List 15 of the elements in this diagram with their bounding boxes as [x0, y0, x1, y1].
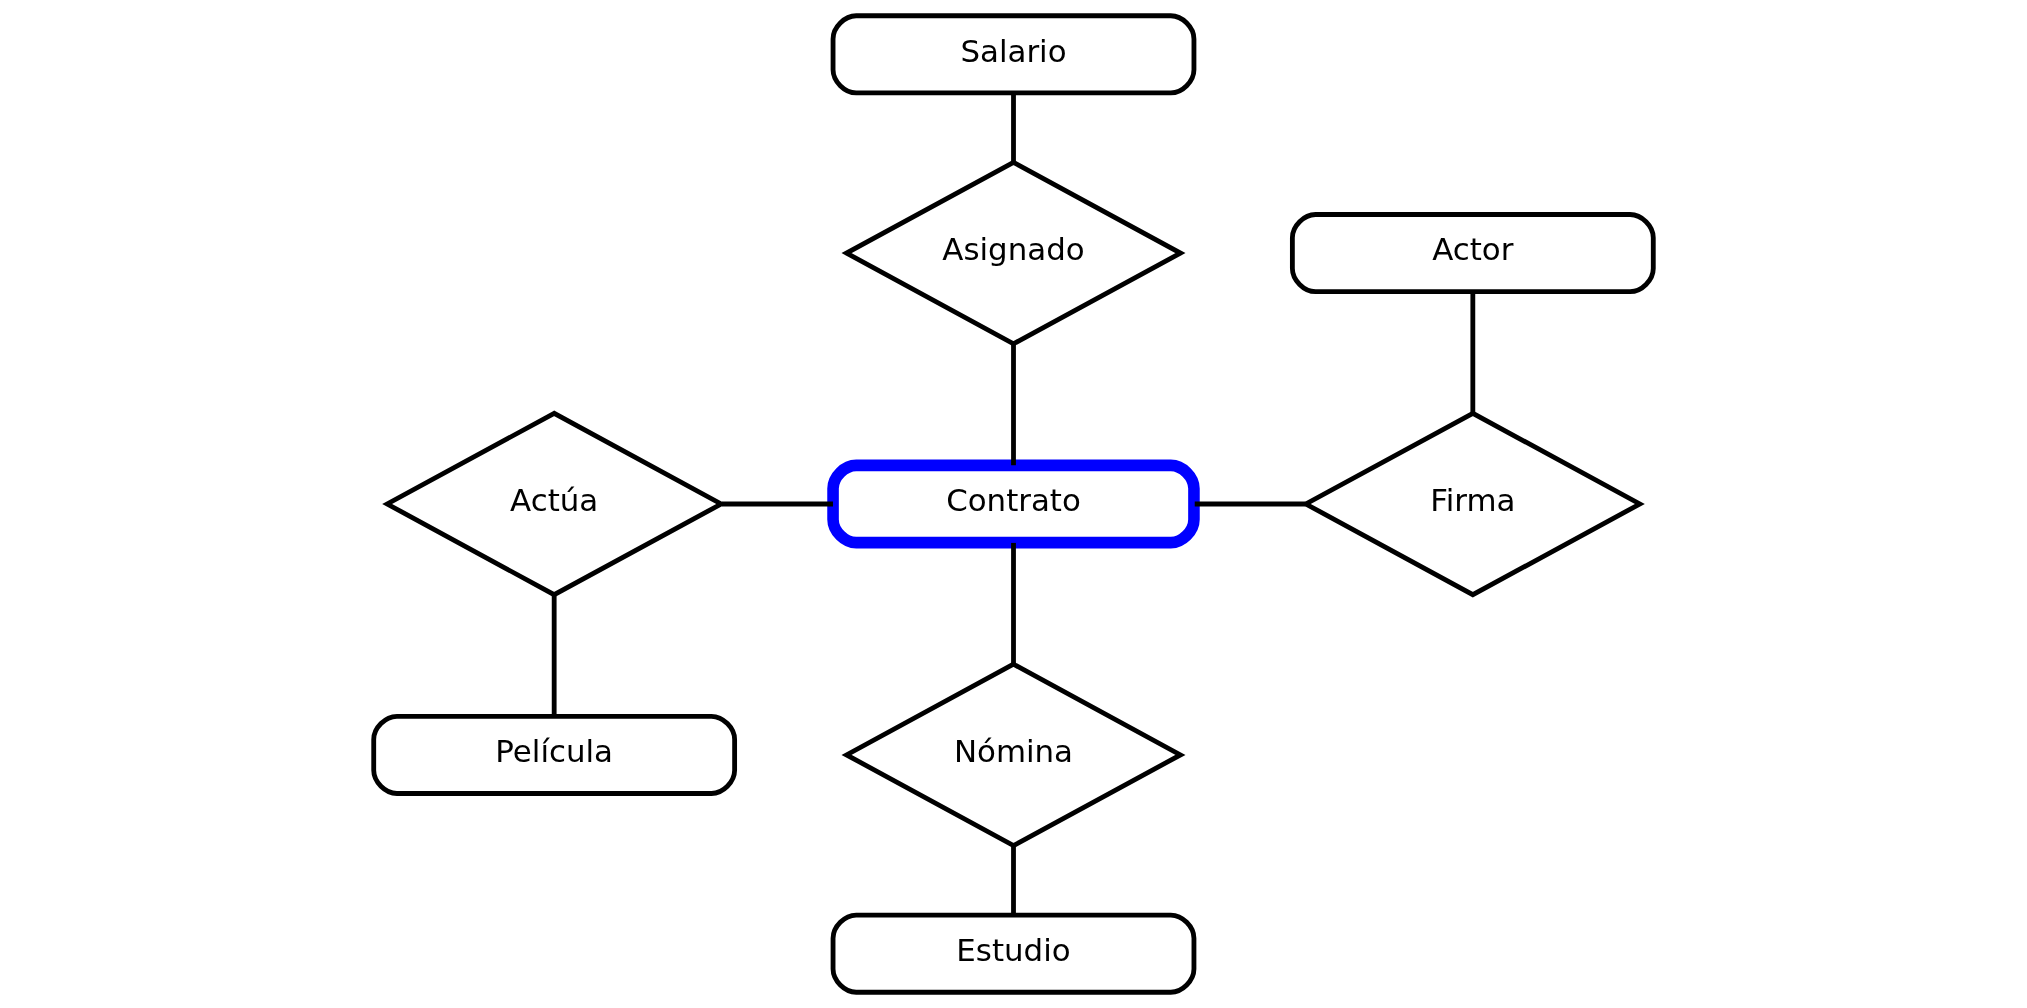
node-box: Salario — [830, 13, 1197, 96]
connector — [1011, 845, 1016, 915]
connector — [721, 501, 833, 507]
connector — [1194, 501, 1306, 507]
connector — [1470, 292, 1476, 413]
node-diamond: Asignado — [841, 159, 1186, 347]
node-diamond: Nómina — [841, 661, 1186, 849]
connector — [1011, 344, 1016, 466]
node-box: Estudio — [830, 912, 1197, 995]
connector — [1011, 93, 1016, 162]
connector — [551, 595, 557, 717]
node-box: Actor — [1289, 212, 1656, 295]
node-box: Contrato — [827, 459, 1200, 549]
node-box: Película — [371, 713, 738, 796]
connector — [1011, 542, 1016, 664]
